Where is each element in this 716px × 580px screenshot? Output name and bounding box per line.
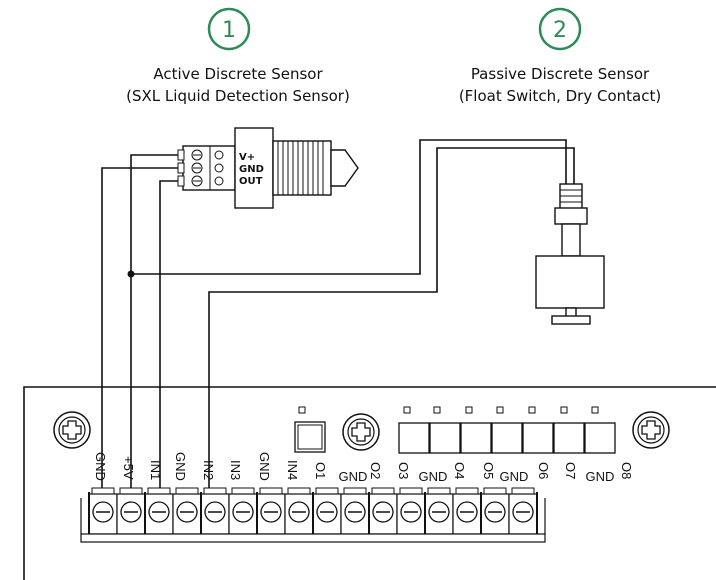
- pin-label-o4: O4: [452, 462, 467, 479]
- pin-label-in3: IN3: [228, 460, 243, 480]
- sensor-2-badge: 2: [538, 7, 582, 51]
- sensor-2-subtitle: (Float Switch, Dry Contact): [459, 87, 661, 105]
- terminal-block: [80, 487, 546, 543]
- pin-labels: GND +5V IN1 GND IN2 IN3 GND IN4 O1 O2 O3…: [93, 452, 634, 484]
- screw-icon: [342, 413, 380, 451]
- pin-label-gnd: GND: [93, 452, 108, 481]
- pin-label-gnd: GND: [586, 469, 615, 484]
- float-switch: [535, 183, 605, 325]
- pin-label-o3: O3: [396, 462, 411, 479]
- sensor-1-title: Active Discrete Sensor: [153, 65, 323, 83]
- pin-label-gnd: GND: [500, 469, 529, 484]
- pin-label-gnd: GND: [173, 452, 188, 481]
- output-indicators: [294, 406, 616, 454]
- pin-label-gnd: GND: [257, 452, 272, 481]
- pin-label-gnd: GND: [339, 469, 368, 484]
- active-sensor: V+ GND OUT: [177, 127, 359, 209]
- sensor-1-badge: 1: [207, 7, 251, 51]
- screw-icon: [53, 411, 91, 449]
- sensor-1-number: 1: [222, 18, 236, 43]
- sensor-pin-vplus: V+: [239, 152, 255, 163]
- pin-label-o6: O6: [536, 462, 551, 479]
- pin-label-o8: O8: [619, 462, 634, 479]
- pin-label-gnd: GND: [419, 469, 448, 484]
- sensor-pin-gnd: GND: [239, 164, 264, 175]
- pin-label-in4: IN4: [285, 460, 300, 480]
- pin-label-in2: IN2: [201, 460, 216, 480]
- sensor-2-title: Passive Discrete Sensor: [471, 65, 650, 83]
- controller-board: GND +5V IN1 GND IN2 IN3 GND IN4 O1 O2 O3…: [23, 386, 716, 580]
- sensor-2-number: 2: [553, 18, 567, 43]
- sensor-pin-out: OUT: [239, 176, 263, 187]
- pin-label-5v: +5V: [121, 456, 136, 480]
- sensor-1-subtitle: (SXL Liquid Detection Sensor): [126, 87, 350, 105]
- pin-label-o1: O1: [313, 462, 328, 479]
- pin-label-o7: O7: [563, 462, 578, 479]
- screw-icon: [632, 411, 670, 449]
- pin-label-o5: O5: [481, 462, 496, 479]
- pin-label-o2: O2: [368, 462, 383, 479]
- pin-label-in1: IN1: [148, 460, 163, 480]
